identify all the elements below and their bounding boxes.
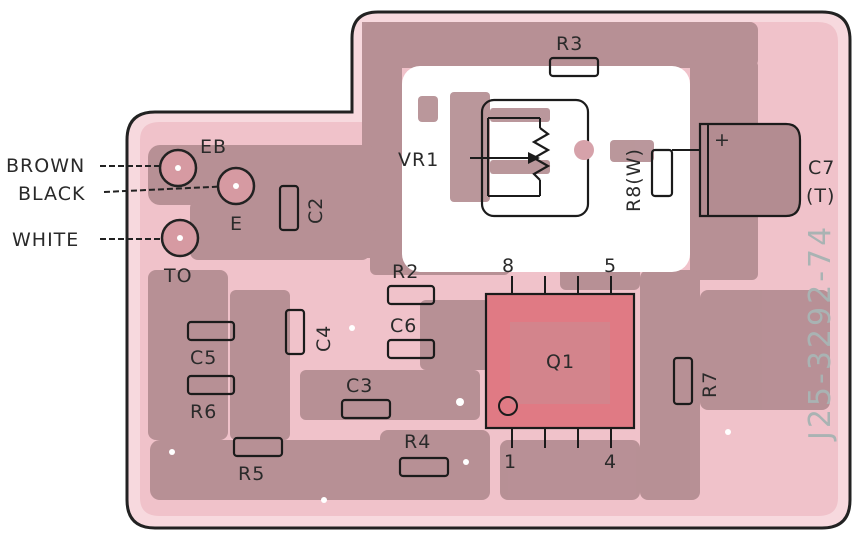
ic-pin-4-label: 4 xyxy=(604,451,617,473)
r6-label: R6 xyxy=(190,401,217,423)
r4-resistor xyxy=(398,456,450,478)
c4-label: C4 xyxy=(313,325,335,352)
c7-type-label: (T) xyxy=(806,185,835,207)
r3-label: R3 xyxy=(556,33,583,55)
r7-resistor xyxy=(672,356,694,406)
wire-black-label: BLACK xyxy=(18,183,85,205)
ic-pin-1-label: 1 xyxy=(504,451,517,473)
r8-resistor xyxy=(650,148,674,198)
q1-ic xyxy=(484,276,636,448)
c5-label: C5 xyxy=(190,347,217,369)
r3-resistor xyxy=(548,56,600,78)
pad-eb-label: EB xyxy=(200,136,227,158)
r2-resistor xyxy=(386,284,436,306)
c3-capacitor xyxy=(340,398,392,420)
c3-label: C3 xyxy=(346,375,373,397)
c5-capacitor xyxy=(186,320,236,342)
q1-label: Q1 xyxy=(546,351,575,373)
r4-label: R4 xyxy=(404,431,431,453)
c2-capacitor xyxy=(278,184,300,232)
r6-resistor xyxy=(186,374,236,396)
r2-label: R2 xyxy=(392,261,419,283)
wire-brown-label: BROWN xyxy=(6,155,85,177)
c2-label: C2 xyxy=(305,197,327,224)
r8-label: R8(W) xyxy=(623,148,645,212)
vr1-potentiometer xyxy=(470,98,594,218)
r5-resistor xyxy=(232,436,284,458)
wire-white-label: WHITE xyxy=(12,229,79,251)
c7-plus-sign: + xyxy=(714,129,731,151)
inner-traces xyxy=(418,92,654,202)
ic-pin-8-label: 8 xyxy=(502,255,515,277)
r5-label: R5 xyxy=(238,463,265,485)
pad-to-label: TO xyxy=(163,265,193,287)
c6-label: C6 xyxy=(390,315,417,337)
part-number: J25-3292-74 xyxy=(803,224,838,442)
vr1-label: VR1 xyxy=(398,149,439,171)
wire-labels: BROWN BLACK WHITE xyxy=(6,155,233,251)
c7-capacitor xyxy=(672,122,802,218)
ic-pin-5-label: 5 xyxy=(604,255,617,277)
r7-label: R7 xyxy=(699,371,721,398)
c4-capacitor xyxy=(284,308,306,356)
c6-capacitor xyxy=(386,338,436,360)
c7-label: C7 xyxy=(808,157,835,179)
vias xyxy=(169,325,731,503)
wire-pads: EB E TO xyxy=(158,136,256,287)
pad-e-label: E xyxy=(230,213,243,235)
